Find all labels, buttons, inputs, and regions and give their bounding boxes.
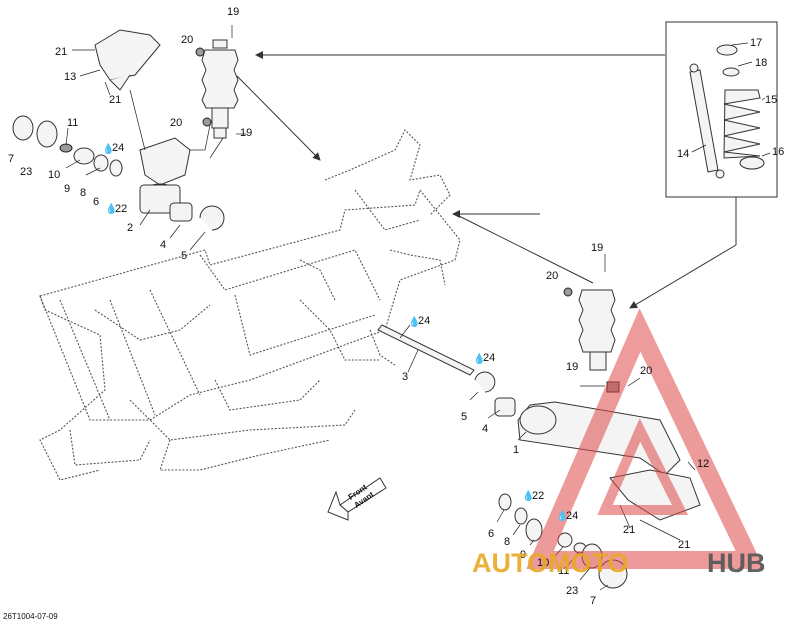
callout-21: 21: [109, 94, 121, 106]
callout-20: 20: [640, 365, 652, 377]
drop-icon: 💧: [522, 489, 534, 502]
callout-13: 13: [64, 71, 76, 83]
callout-19: 19: [227, 6, 239, 18]
callout-8: 8: [504, 536, 510, 548]
bearing-stack-left: [12, 115, 225, 251]
callout-24: 24: [483, 352, 495, 364]
callout-14: 14: [677, 148, 689, 160]
callout-6: 6: [93, 196, 99, 208]
callout-2: 2: [127, 222, 133, 234]
watermark-mark: [526, 308, 765, 569]
callout-23: 23: [20, 166, 32, 178]
callout-9: 9: [520, 549, 526, 561]
document-id: 26T1004-07-09: [3, 612, 58, 621]
callout-21: 21: [678, 539, 690, 551]
drop-icon: 💧: [105, 202, 117, 215]
callout-5: 5: [461, 411, 467, 423]
reference-arrows: [236, 51, 737, 521]
callout-10: 10: [48, 169, 60, 181]
drop-icon: 💧: [473, 352, 485, 365]
pivot-shaft: [377, 324, 475, 376]
rear-shock-lower-right: [563, 254, 641, 393]
callout-20: 20: [546, 270, 558, 282]
callout-21: 21: [623, 524, 635, 536]
callout-24: 24: [112, 142, 124, 154]
drop-icon: 💧: [102, 142, 114, 155]
rear-shock-upper-left: [195, 25, 247, 159]
drop-icon: 💧: [556, 509, 568, 522]
callout-11: 11: [67, 117, 78, 129]
callout-17: 17: [750, 37, 762, 49]
callout-19: 19: [591, 242, 603, 254]
callout-7: 7: [590, 595, 596, 607]
logo-hub: HUB: [707, 548, 766, 578]
callout-18: 18: [755, 57, 767, 69]
callout-20: 20: [181, 34, 193, 46]
callout-3: 3: [402, 371, 408, 383]
callout-21: 21: [55, 46, 67, 58]
callout-9: 9: [64, 183, 70, 195]
callout-10: 10: [537, 557, 549, 569]
swing-arm-left: [129, 89, 211, 226]
callout-4: 4: [482, 423, 488, 435]
logo-automoto: AUTOMOTO: [472, 548, 629, 578]
callout-22: 22: [115, 203, 127, 215]
callout-19: 19: [566, 361, 578, 373]
callout-1: 1: [513, 444, 519, 456]
callout-8: 8: [80, 187, 86, 199]
callout-15: 15: [765, 94, 777, 106]
callout-20: 20: [170, 117, 182, 129]
callout-24: 24: [566, 510, 578, 522]
callout-7: 7: [8, 153, 14, 165]
callout-12: 12: [697, 458, 709, 470]
mud-guard-left: [72, 29, 161, 96]
callout-19: 19: [240, 127, 252, 139]
callout-4: 4: [160, 239, 166, 251]
callout-22: 22: [532, 490, 544, 502]
callout-6: 6: [488, 528, 494, 540]
callout-11: 11: [558, 565, 569, 577]
shock-detail-inset: [665, 21, 778, 198]
callout-labels: 19 20 21 13 21 20 19 11 💧 24 7 23 10 9 8…: [8, 6, 784, 607]
drop-icon: 💧: [408, 315, 420, 328]
callout-23: 23: [566, 585, 578, 597]
callout-5: 5: [181, 250, 187, 262]
callout-24: 24: [418, 315, 430, 327]
watermark-logo: AUTOMOTO HUB: [472, 548, 766, 578]
callout-16: 16: [772, 146, 784, 158]
vehicle-frame: [39, 129, 461, 481]
